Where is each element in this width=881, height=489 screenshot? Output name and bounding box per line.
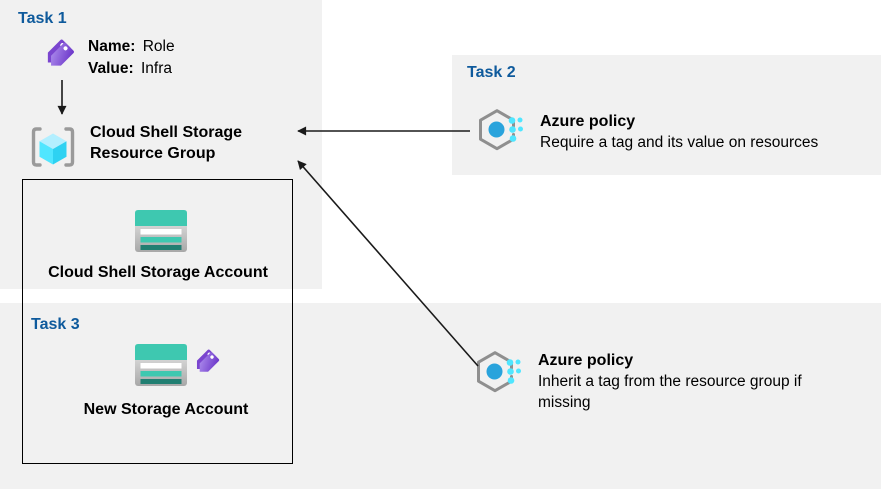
azure-policy-icon (475, 348, 523, 396)
tag-value-value: Infra (140, 60, 172, 77)
resource-group-label: Cloud Shell Storage Resource Group (90, 122, 242, 164)
tag-name-value: Role (142, 38, 175, 55)
inherit-policy-title: Azure policy (538, 352, 634, 369)
tag-value-line: Value: Infra (88, 58, 175, 80)
tag-name-label: Name: (88, 38, 136, 55)
tag-icon (192, 343, 226, 379)
resource-group-label-line1: Cloud Shell Storage (90, 124, 243, 141)
require-policy-title: Azure policy (540, 113, 636, 130)
task2-panel (452, 55, 881, 175)
cloud-shell-storage-account-label: Cloud Shell Storage Account (48, 264, 268, 281)
require-policy-text: Azure policy Require a tag and its value… (540, 111, 880, 153)
inherit-policy-desc-line1: Inherit a tag from the resource group if (538, 373, 802, 390)
inherit-policy-desc-line2: missing (538, 394, 591, 411)
tag-name-line: Name: Role (88, 36, 175, 58)
task1-label: Task 1 (18, 10, 67, 27)
resource-group-label-line2: Resource Group (90, 145, 216, 162)
tag-value-label: Value: (88, 60, 134, 77)
inherit-policy-text: Azure policy Inherit a tag from the reso… (538, 350, 881, 413)
resource-group-scope-box (22, 179, 293, 464)
task3-label: Task 3 (31, 316, 80, 333)
azure-policy-icon (477, 106, 525, 154)
require-policy-desc: Require a tag and its value on resources (540, 134, 819, 151)
resource-group-icon (27, 121, 79, 173)
storage-account-icon (135, 210, 187, 252)
storage-account-icon (135, 344, 187, 386)
task2-label: Task 2 (467, 64, 516, 81)
tag-name-value-text: Name: Role Value: Infra (88, 36, 175, 80)
new-storage-account-label: New Storage Account (83, 401, 249, 418)
tag-icon (42, 32, 82, 74)
